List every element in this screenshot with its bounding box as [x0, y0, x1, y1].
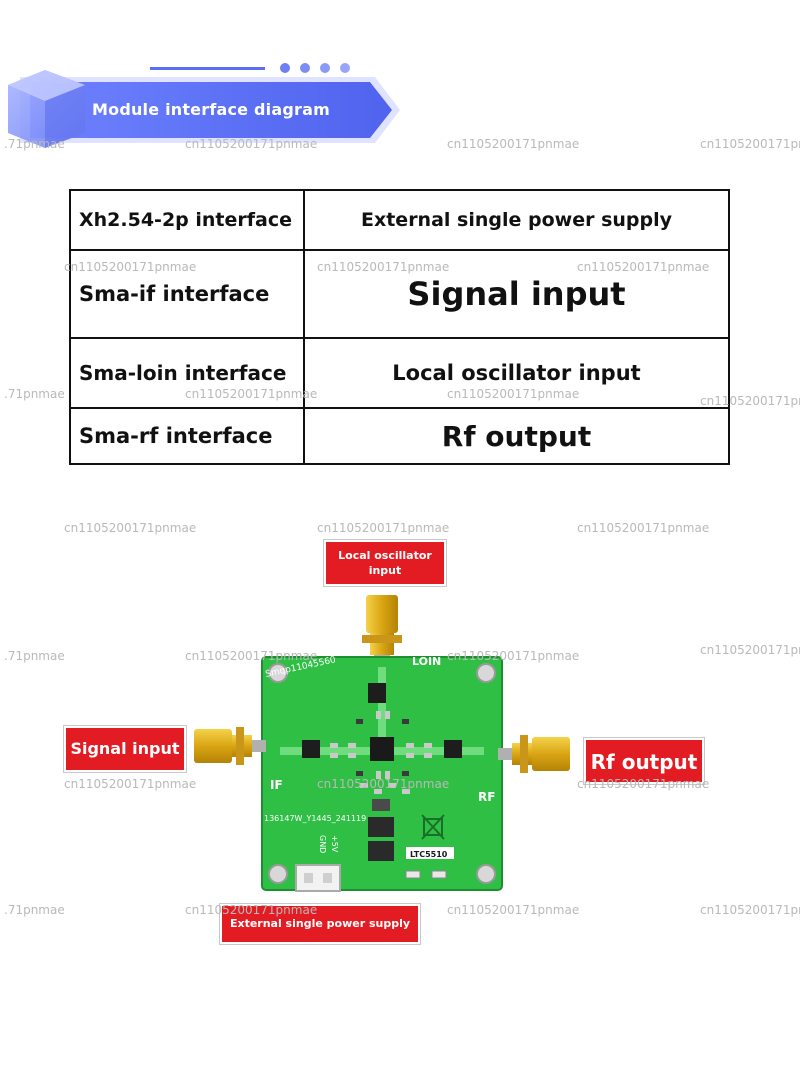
interface-cell: Sma-if interface [69, 249, 305, 339]
silk-rf-label: RF [478, 790, 495, 804]
interface-cell: Sma-loin interface [69, 337, 305, 409]
watermark: cn1105200171pnmae [447, 903, 580, 917]
callout-lo-line2: input [368, 564, 402, 577]
header-title: Module interface diagram [92, 100, 330, 119]
table-row: Sma-rf interface Rf output [69, 407, 730, 465]
interface-cell: Xh2.54-2p interface [69, 189, 305, 251]
watermark: cn1105200171pnmae [64, 777, 197, 791]
interface-cell: Sma-rf interface [69, 407, 305, 465]
watermark: cn1105200171pnmae [577, 521, 710, 535]
watermark: cn1105200171pnmae [700, 903, 800, 917]
watermark: cn1105200171pnmae [577, 777, 710, 791]
watermark: cn1105200171pnmae [577, 260, 710, 274]
watermark: cn1105200171pnmae [447, 649, 580, 663]
watermark: .71pnmae [4, 137, 65, 151]
watermark: cn1105200171pnmae [317, 777, 450, 791]
watermark: cn1105200171pnmae [185, 903, 318, 917]
silk-if-label: IF [270, 778, 283, 792]
callout-power-supply: External single power supply [222, 906, 418, 942]
silk-loin-label: LOIN [412, 655, 441, 668]
callout-lo-line1: Local oscillator [338, 549, 432, 562]
watermark: cn1105200171pnmae [700, 137, 800, 151]
mounting-hole [476, 663, 496, 683]
callout-local-oscillator: Local oscillator input [326, 542, 444, 584]
mixer-chip [370, 737, 394, 761]
interface-table: Xh2.54-2p interface External single powe… [69, 189, 730, 465]
watermark: cn1105200171pnmae [700, 643, 800, 657]
watermark: cn1105200171pnmae [317, 260, 450, 274]
watermark: cn1105200171pnmae [185, 137, 318, 151]
table-row: Sma-if interface Signal input [69, 249, 730, 339]
function-cell: Rf output [303, 407, 730, 465]
silk-chip-label: LTC5510 [410, 850, 448, 859]
sma-connector-if [194, 727, 266, 765]
callout-rf-output: Rf output [586, 740, 702, 782]
watermark: cn1105200171pnmae [317, 521, 450, 535]
watermark: cn1105200171pnmae [185, 649, 318, 663]
silk-code-label: 136147W_Y1445_241119 [264, 814, 366, 823]
function-cell: External single power supply [303, 189, 730, 251]
mounting-hole [268, 864, 288, 884]
watermark: .71pnmae [4, 387, 65, 401]
watermark: cn1105200171pnmae [64, 260, 197, 274]
watermark: .71pnmae [4, 649, 65, 663]
mounting-hole [268, 663, 288, 683]
sma-connector-rf [498, 735, 570, 773]
watermark: cn1105200171pnmae [447, 387, 580, 401]
table-row: Xh2.54-2p interface External single powe… [69, 189, 730, 251]
silk-5v-label: +5V [330, 835, 339, 853]
sma-connector-lo [362, 595, 402, 669]
table-row: Sma-loin interface Local oscillator inpu… [69, 337, 730, 409]
silk-gnd-label: GND [318, 835, 327, 853]
mounting-hole [476, 864, 496, 884]
watermark: cn1105200171pnmae [447, 137, 580, 151]
pcb-module: LOIN IF RF 136147W_Y1445_241119 Smqp1104… [194, 595, 570, 892]
function-cell: Signal input [303, 249, 730, 339]
callout-signal-input: Signal input [66, 728, 184, 770]
xh-power-connector [295, 864, 341, 892]
watermark: cn1105200171pnmae [185, 387, 318, 401]
header-banner [8, 63, 400, 148]
watermark: cn1105200171pnmae [64, 521, 197, 535]
watermark: cn1105200171pnmae [700, 394, 800, 408]
function-cell: Local oscillator input [303, 337, 730, 409]
watermark: .71pnmae [4, 903, 65, 917]
